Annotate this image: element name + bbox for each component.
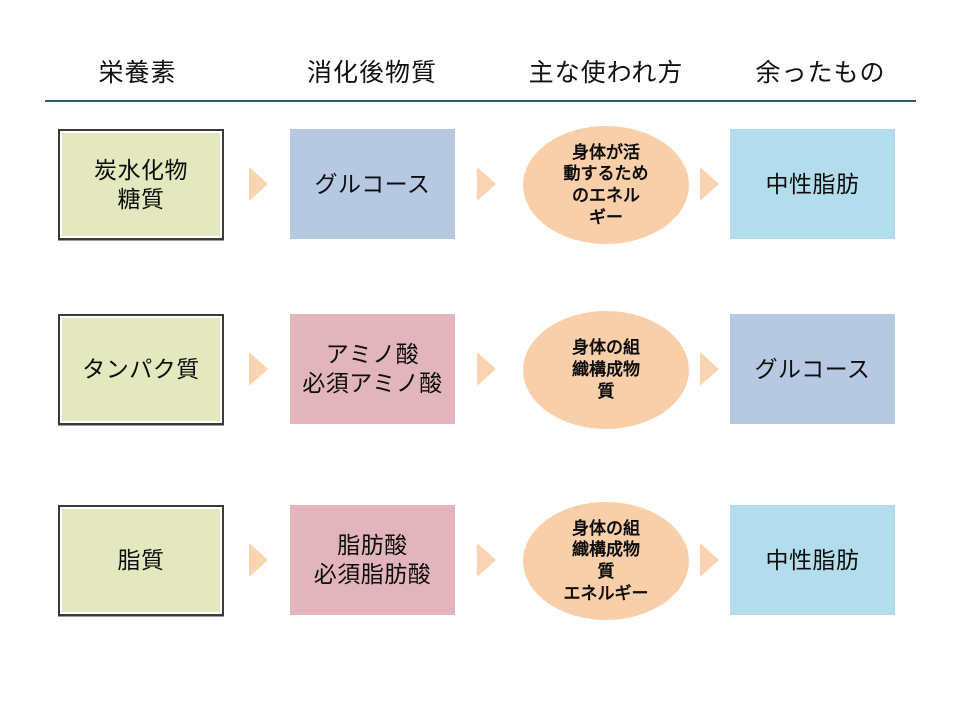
main-usage-ellipse: 身体の組織構成物質 — [523, 311, 689, 429]
nutrient-label: 炭水化物糖質 — [94, 157, 188, 212]
digested-substance-label: 脂肪酸必須脂肪酸 — [313, 532, 432, 587]
triangle-right-icon — [477, 352, 496, 386]
digested-substance-box: 脂肪酸必須脂肪酸 — [290, 505, 455, 615]
surplus-label: 中性脂肪 — [765, 170, 860, 197]
flow-row: 脂質 脂肪酸必須脂肪酸 身体の組織構成物質エネルギー 中性脂肪 — [0, 502, 960, 622]
nutrient-box: 脂質 — [58, 505, 224, 616]
triangle-right-icon — [477, 167, 496, 201]
nutrient-box: タンパク質 — [58, 314, 224, 425]
surplus-label: 中性脂肪 — [765, 546, 860, 573]
digested-substance-box: グルコース — [290, 129, 455, 239]
surplus-box: 中性脂肪 — [730, 505, 895, 615]
column-header-surplus: 余ったもの — [755, 59, 886, 87]
main-usage-label: 身体が活動するためのエネルギー — [563, 142, 649, 227]
surplus-box: グルコース — [730, 314, 895, 424]
main-usage-ellipse: 身体が活動するためのエネルギー — [523, 126, 689, 244]
triangle-right-icon — [249, 352, 268, 386]
triangle-right-icon — [700, 167, 719, 201]
main-usage-label: 身体の組織構成物質 — [572, 338, 640, 401]
column-header-digested-substance: 消化後物質 — [306, 59, 437, 87]
digested-substance-label: アミノ酸必須アミノ酸 — [302, 341, 443, 396]
column-header-nutrient: 栄養素 — [98, 59, 177, 87]
digested-substance-box: アミノ酸必須アミノ酸 — [290, 314, 455, 424]
main-usage-ellipse: 身体の組織構成物質エネルギー — [523, 502, 689, 620]
flow-row: タンパク質 アミノ酸必須アミノ酸 身体の組織構成物質 グルコース — [0, 311, 960, 429]
column-header-row: 栄養素 消化後物質 主な使われ方 余ったもの — [0, 50, 960, 96]
main-usage-label: 身体の組織構成物質エネルギー — [563, 518, 649, 603]
digested-substance-label: グルコース — [314, 170, 431, 197]
surplus-label: グルコース — [754, 355, 871, 382]
nutrient-label: タンパク質 — [82, 356, 200, 383]
triangle-right-icon — [249, 167, 268, 201]
triangle-right-icon — [249, 543, 268, 577]
header-divider-line — [45, 100, 916, 102]
flow-row: 炭水化物糖質 グルコース 身体が活動するためのエネルギー 中性脂肪 — [0, 126, 960, 244]
nutrient-label: 脂質 — [117, 547, 165, 574]
triangle-right-icon — [700, 543, 719, 577]
column-header-main-usage: 主な使われ方 — [528, 59, 684, 87]
triangle-right-icon — [700, 352, 719, 386]
nutrient-box: 炭水化物糖質 — [58, 129, 224, 240]
triangle-right-icon — [477, 543, 496, 577]
surplus-box: 中性脂肪 — [730, 129, 895, 239]
